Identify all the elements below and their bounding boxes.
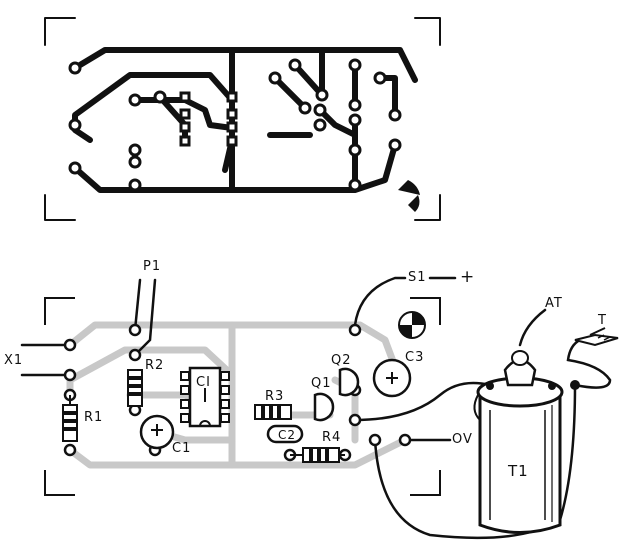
resistor-r3: [254, 404, 292, 420]
alligator-clip-icon: [574, 327, 619, 347]
capacitor-c2: [266, 424, 304, 444]
label-s1: S1: [408, 270, 427, 285]
label-q1: Q1: [311, 376, 332, 391]
capacitor-c3: [372, 358, 412, 398]
label-ci: CI: [196, 375, 211, 390]
label-t1: T1: [508, 462, 529, 480]
ic-ci: [180, 366, 230, 428]
label-r2: R2: [145, 358, 165, 373]
coil-t1: [473, 350, 580, 534]
transistor-q1: [313, 392, 335, 422]
label-plus: +: [460, 267, 476, 287]
registration-mark-icon: [398, 180, 420, 212]
label-c2: C2: [278, 428, 297, 442]
label-c1: C1: [172, 441, 192, 456]
label-r3: R3: [265, 389, 285, 404]
label-q2: Q2: [331, 353, 352, 368]
pcb-pads: [68, 58, 402, 192]
layout-crop-marks: [44, 297, 441, 496]
resistor-r4: [290, 447, 345, 463]
label-at: AT: [545, 296, 563, 311]
transistor-q2: [338, 367, 360, 397]
resistor-r2: [127, 369, 143, 407]
label-x1: X1: [4, 353, 24, 368]
pcb-foil-pattern: [44, 17, 441, 221]
capacitor-c1: [139, 414, 175, 450]
label-t: T: [598, 313, 607, 328]
label-ov: OV: [452, 432, 473, 447]
label-r1: R1: [84, 410, 104, 425]
label-p1: P1: [143, 259, 162, 274]
label-r4: R4: [322, 430, 342, 445]
label-c3: C3: [405, 350, 425, 365]
layout-registration-mark-icon: [398, 311, 426, 339]
wires: [20, 276, 612, 540]
resistor-r1: [62, 395, 78, 442]
